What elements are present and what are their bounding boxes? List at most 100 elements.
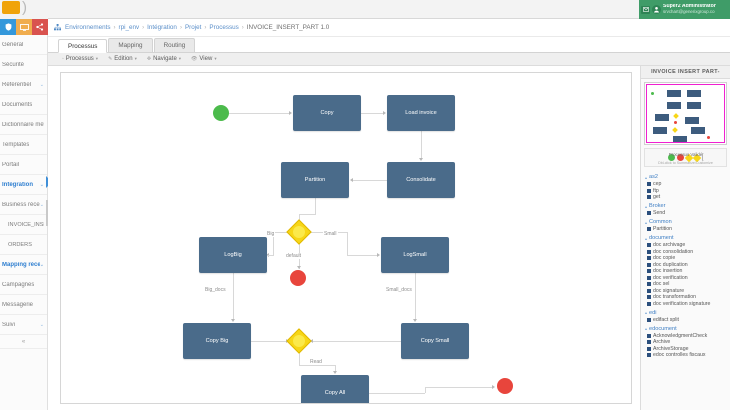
task-node-copy-all[interactable]: Copy All (301, 375, 369, 403)
process-diagram-canvas[interactable]: Copy Load invoice Consolidate Partition … (60, 72, 632, 404)
menu-view[interactable]: 👁 View ▾ (187, 56, 221, 62)
sidebar-scrollbar-thumb[interactable] (46, 200, 48, 226)
palette-item[interactable]: get (647, 194, 727, 200)
tab-routing[interactable]: Routing (153, 38, 196, 52)
end-event-node-default[interactable] (290, 270, 306, 286)
palette-item[interactable]: Partition (647, 226, 727, 232)
work-area: Copy Load invoice Consolidate Partition … (48, 66, 730, 410)
sidebar-item-dictionnaire-metier[interactable]: Dictionnaire métier (0, 115, 47, 135)
palette-item[interactable]: doc verification (647, 275, 727, 281)
sidebar-item-label: Général (2, 41, 24, 48)
gateway-inner-circle (290, 332, 308, 350)
palette-group-common[interactable]: ▴ Common (645, 219, 727, 225)
palette-item[interactable]: Send (647, 210, 727, 216)
sidebar-item-documents[interactable]: Documents (0, 95, 47, 115)
palette-group-broker[interactable]: ▴ Broker (645, 203, 727, 209)
task-node-logsmall[interactable]: LogSmall (381, 237, 449, 273)
sidebar-item-securite[interactable]: Sécurité (0, 55, 47, 75)
palette-group-edocument[interactable]: ▴ edocument (645, 326, 727, 332)
node-square-icon (647, 188, 651, 193)
task-node-logbig[interactable]: LogBig (199, 237, 267, 273)
task-node-partition[interactable]: Partition (281, 162, 349, 198)
minimap-viewport-frame[interactable] (646, 84, 725, 143)
palette-item[interactable]: doc copie (647, 255, 727, 261)
sidebar-item-general[interactable]: Général (0, 35, 47, 55)
palette-item-label: doc signature (653, 287, 685, 294)
app-logo[interactable]: ) (0, 0, 48, 19)
menu-edition[interactable]: ✎ Edition ▾ (104, 56, 141, 62)
sidebar-item-templates[interactable]: Templates (0, 135, 47, 155)
monitor-icon[interactable] (16, 19, 32, 35)
node-square-icon (647, 243, 651, 247)
tab-processus[interactable]: Processus (58, 39, 108, 53)
chevron-down-icon: ▾ (214, 56, 217, 61)
gateway-node-merge[interactable] (286, 328, 312, 354)
user-account-area[interactable]: Super2 Administrator srvchart@generixgro… (639, 0, 730, 19)
palette-item[interactable]: doc duplication (647, 262, 727, 268)
palette-item[interactable]: doc insertion (647, 268, 727, 274)
node-palette[interactable]: ▴ as2 cep ftp get ▴ Broker (641, 171, 730, 363)
sidebar-item-business-recents[interactable]: Business récents ⌄ (0, 195, 47, 215)
start-event-node[interactable] (213, 105, 229, 121)
sidebar-item-integration[interactable]: Intégration ⌄ (0, 175, 47, 195)
sidebar-item-label: Business récents (2, 201, 40, 208)
sidebar-item-label: Référentiel (2, 81, 32, 88)
sidebar-item-portail[interactable]: Portail (0, 155, 47, 175)
sidebar-item-mapping-recents[interactable]: Mapping récents ⌄ (0, 255, 47, 275)
sidebar-item-orders[interactable]: ORDERS (0, 235, 47, 255)
sidebar-item-messagerie[interactable]: Messagerie (0, 295, 47, 315)
node-square-icon (647, 195, 651, 199)
breadcrumb-item-projet[interactable]: Projet (184, 24, 202, 31)
share-nodes-icon[interactable] (32, 19, 48, 35)
task-node-consolidate[interactable]: Consolidate (387, 162, 455, 198)
palette-item[interactable]: doc transformation (647, 294, 727, 300)
node-square-icon (647, 295, 651, 299)
legend-bar[interactable]: [ Processus Validé Dbl-click to Summariz… (644, 148, 727, 167)
palette-item[interactable]: doc archivage (647, 242, 727, 248)
task-node-copy[interactable]: Copy (293, 95, 361, 131)
palette-item[interactable]: ftp (647, 188, 727, 194)
breadcrumb-item-environnements[interactable]: Environnements (65, 24, 111, 31)
palette-item[interactable]: doc signature (647, 288, 727, 294)
menu-navigate[interactable]: ✜ Navigate ▾ (143, 56, 185, 62)
palette-item[interactable]: edoc controlles fiscaux (647, 352, 727, 358)
shield-icon[interactable] (0, 19, 16, 35)
breadcrumb-item-processus[interactable]: Processus (209, 24, 239, 31)
user-text-block: Super2 Administrator srvchart@generixgro… (663, 4, 716, 14)
palette-item-label: cep (653, 181, 662, 187)
palette-item[interactable]: edifact split (647, 317, 727, 323)
palette-group-as2[interactable]: ▴ as2 (645, 174, 727, 180)
minimap[interactable] (644, 82, 727, 145)
minimap-end-dot (707, 136, 710, 139)
sidebar-item-invoice-insert[interactable]: INVOICE_INSER... (0, 215, 47, 235)
palette-item[interactable]: AcknowledgmentCheck (647, 333, 727, 339)
breadcrumb-item-rpi-env[interactable]: rpi_env (118, 24, 140, 31)
sidebar-collapse-button[interactable]: « (0, 335, 47, 349)
breadcrumb-item-integration[interactable]: Intégration (147, 24, 177, 31)
menu-processus[interactable]: ◦ Processus ▾ (58, 56, 102, 62)
task-node-load-invoice[interactable]: Load invoice (387, 95, 455, 131)
mail-icon[interactable] (641, 5, 650, 14)
menu-label: Navigate (153, 56, 177, 62)
left-sidebar[interactable]: Général Sécurité Référentiel ⌄ Documents… (0, 35, 48, 410)
palette-item[interactable]: doc sel (647, 281, 727, 287)
palette-group-document[interactable]: ▴ document (645, 235, 727, 241)
task-node-copy-big[interactable]: Copy Big (183, 323, 251, 359)
sidebar-item-campagnes[interactable]: Campagnes (0, 275, 47, 295)
task-node-copy-small[interactable]: Copy Small (401, 323, 469, 359)
palette-item[interactable]: Archive (647, 339, 727, 345)
user-avatar-icon[interactable] (652, 5, 661, 14)
palette-item[interactable]: cep (647, 181, 727, 187)
node-square-icon (647, 353, 651, 357)
end-event-node-final[interactable] (497, 378, 513, 394)
palette-item[interactable]: ArchiveStorage (647, 346, 727, 352)
palette-item[interactable]: doc consolidation (647, 249, 727, 255)
triangle-up-icon: ▴ (645, 219, 648, 225)
palette-item[interactable]: doc verification signature (647, 301, 727, 307)
sidebar-item-suivi[interactable]: Suivi ⌄ (0, 315, 47, 335)
edge-label-big-docs: Big_docs (204, 287, 227, 293)
gateway-node-split[interactable] (286, 219, 312, 245)
sidebar-item-referentiel[interactable]: Référentiel ⌄ (0, 75, 47, 95)
tab-mapping[interactable]: Mapping (108, 38, 153, 52)
palette-group-edi[interactable]: ▴ edi (645, 310, 727, 316)
